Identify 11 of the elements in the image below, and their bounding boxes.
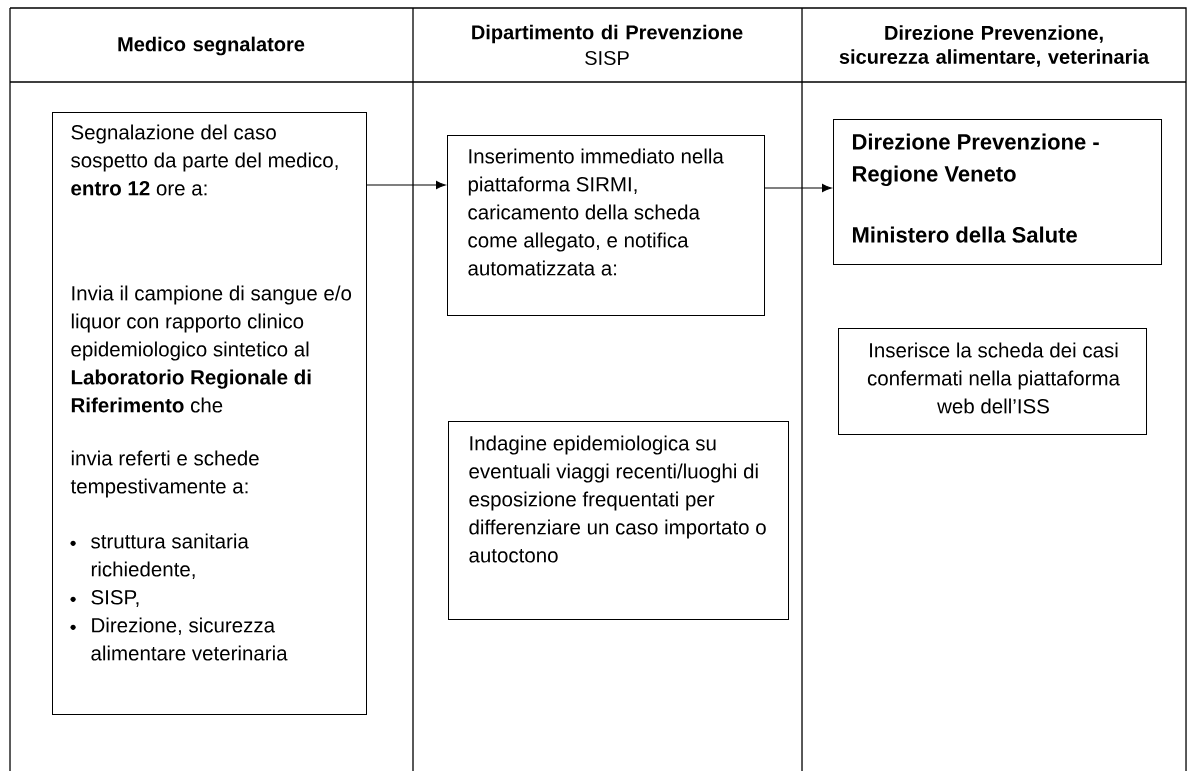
- process-box: Indagine epidemiologica su eventuali viaggi recenti/luoghi di esposizione frequentati per differenziare un caso importato o autoctono: [448, 421, 789, 620]
- process-box: Direzione Prevenzione - Regione Veneto Ministero della Salute: [833, 119, 1162, 265]
- process-box: Segnalazione del caso sospetto da parte del medico, entro 12 ore a: Invia il campione di sangue e/o liquor con rapporto clinico epidemiologico sintetico al Laboratorio Regionale di Riferimento che invia referti e schede tempestivamente a: struttura sanitaria richiedente, SISP, Direzione, sicurezza alimentare veterinaria: [52, 112, 367, 715]
- arrow: [764, 183, 832, 193]
- column-header: Direzione Prevenzione, sicurezza alimentare, veterinaria: [839, 25, 1150, 67]
- column-header: Medico segnalatore: [118, 36, 305, 56]
- column-header: SISP: [585, 50, 629, 66]
- process-box: Inserimento immediato nella piattaforma SIRMI, caricamento della scheda come allegato, e notifica automatizzata a:: [447, 135, 765, 316]
- arrow: [366, 180, 446, 190]
- process-box: Inserisce la scheda dei casi confermati nella piattaforma web dell’ISS: [838, 328, 1147, 435]
- column-header: Dipartimento di Prevenzione: [472, 24, 743, 44]
